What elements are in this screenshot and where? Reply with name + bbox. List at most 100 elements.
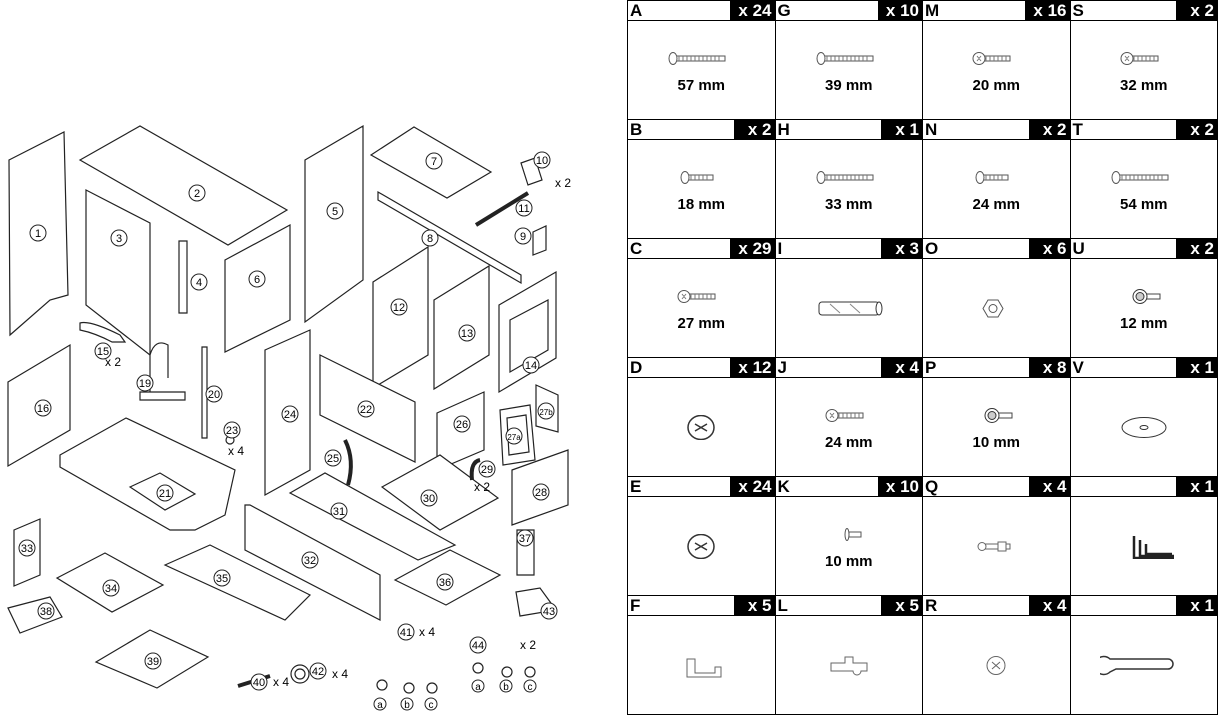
part-label-19: 19 [136, 374, 154, 392]
label-circle [397, 623, 415, 641]
part-number: 32 [304, 555, 316, 567]
cam-lock-icon [687, 533, 715, 559]
label-circle [29, 224, 47, 242]
screw-long-icon [1111, 171, 1169, 184]
part-number: 22 [360, 404, 372, 416]
label-circle [205, 385, 223, 403]
label-circle [469, 636, 487, 654]
part-5-shape [304, 124, 364, 324]
sub-label-circle [424, 697, 438, 711]
label-circle [533, 151, 551, 169]
label-circle [34, 399, 52, 417]
part-number: 35 [216, 573, 228, 585]
part-12-shape [372, 245, 429, 390]
screw-long-icon [816, 52, 874, 65]
part-number: 30 [423, 493, 435, 505]
hardware-quantity-badge: x 1 [1176, 358, 1217, 377]
part-2-shape [78, 125, 289, 246]
label-circle [250, 673, 268, 691]
label-circle [390, 298, 408, 316]
screw-long-icon [816, 171, 874, 184]
part-29-handle [469, 458, 481, 481]
label-circle [357, 400, 375, 418]
small-hardware-piece [376, 679, 388, 691]
sub-label: a [475, 682, 481, 693]
hardware-cell-header: x 1 [1070, 477, 1217, 497]
part-4-shape [178, 240, 188, 314]
screw-washer-icon [984, 408, 1013, 423]
sub-label-circle [499, 679, 513, 693]
label-circle [537, 402, 555, 420]
quantity-label: x 4 [332, 667, 348, 681]
label-circle [213, 569, 231, 587]
part-30-shape [380, 454, 500, 531]
sub-label-circle [523, 679, 537, 693]
small-hardware-piece [403, 682, 415, 694]
hardware-quantity-badge: x 2 [1176, 1, 1217, 20]
hardware-quantity-badge: x 1 [1176, 596, 1217, 615]
hardware-quantity-badge: x 8 [1028, 358, 1070, 377]
part-number: 25 [327, 453, 339, 465]
part-15-handle [79, 321, 127, 343]
hardware-quantity-badge: x 1 [881, 120, 922, 139]
hardware-size: 20 mm [972, 77, 1021, 94]
part-label-10: 10 [533, 151, 551, 169]
part-label-32: 32 [301, 551, 319, 569]
part-number: 20 [208, 389, 220, 401]
hardware-quantity-badge: x 29 [730, 239, 775, 258]
part-number: 2 [194, 188, 200, 200]
hardware-cell-tool: x 1 [1070, 476, 1218, 595]
part-label-14: 14 [522, 356, 540, 374]
sub-label: b [404, 700, 410, 711]
hardware-quantity-badge: x 24 [730, 1, 775, 20]
hardware-letter: S [1072, 1, 1084, 20]
part-number: 31 [333, 506, 345, 518]
hardware-quantity-badge: x 6 [1028, 239, 1070, 258]
part-number: 21 [159, 488, 171, 500]
screw-short-icon [680, 171, 714, 184]
quantity-label: x 2 [555, 176, 571, 190]
small-hardware-piece [524, 666, 536, 678]
part-label-40: 40 [250, 673, 268, 691]
hardware-letter: M [925, 1, 940, 20]
small-hardware-piece [472, 662, 484, 674]
hardware-letter: G [777, 1, 791, 20]
label-circle [248, 270, 266, 288]
part-number: 5 [332, 206, 338, 218]
label-circle [420, 489, 438, 507]
part-label-23: 23 [223, 421, 241, 439]
screw-pan-icon [1120, 52, 1159, 65]
label-circle [324, 449, 342, 467]
screw-washer-icon [1132, 289, 1161, 304]
washer-icon [1121, 416, 1167, 438]
quantity-label: x 4 [228, 444, 244, 458]
screw-long-icon [668, 52, 726, 65]
part-label-43: 43 [540, 602, 558, 620]
part-label-34: 34 [102, 579, 120, 597]
screw-tiny-icon [844, 528, 862, 541]
part-label-22: 22 [357, 400, 375, 418]
sub-label: c [429, 700, 434, 711]
label-circle [458, 324, 476, 342]
sub-label-circle [471, 679, 485, 693]
part-label-21: 21 [156, 484, 174, 502]
hardware-letter: E [630, 477, 642, 496]
